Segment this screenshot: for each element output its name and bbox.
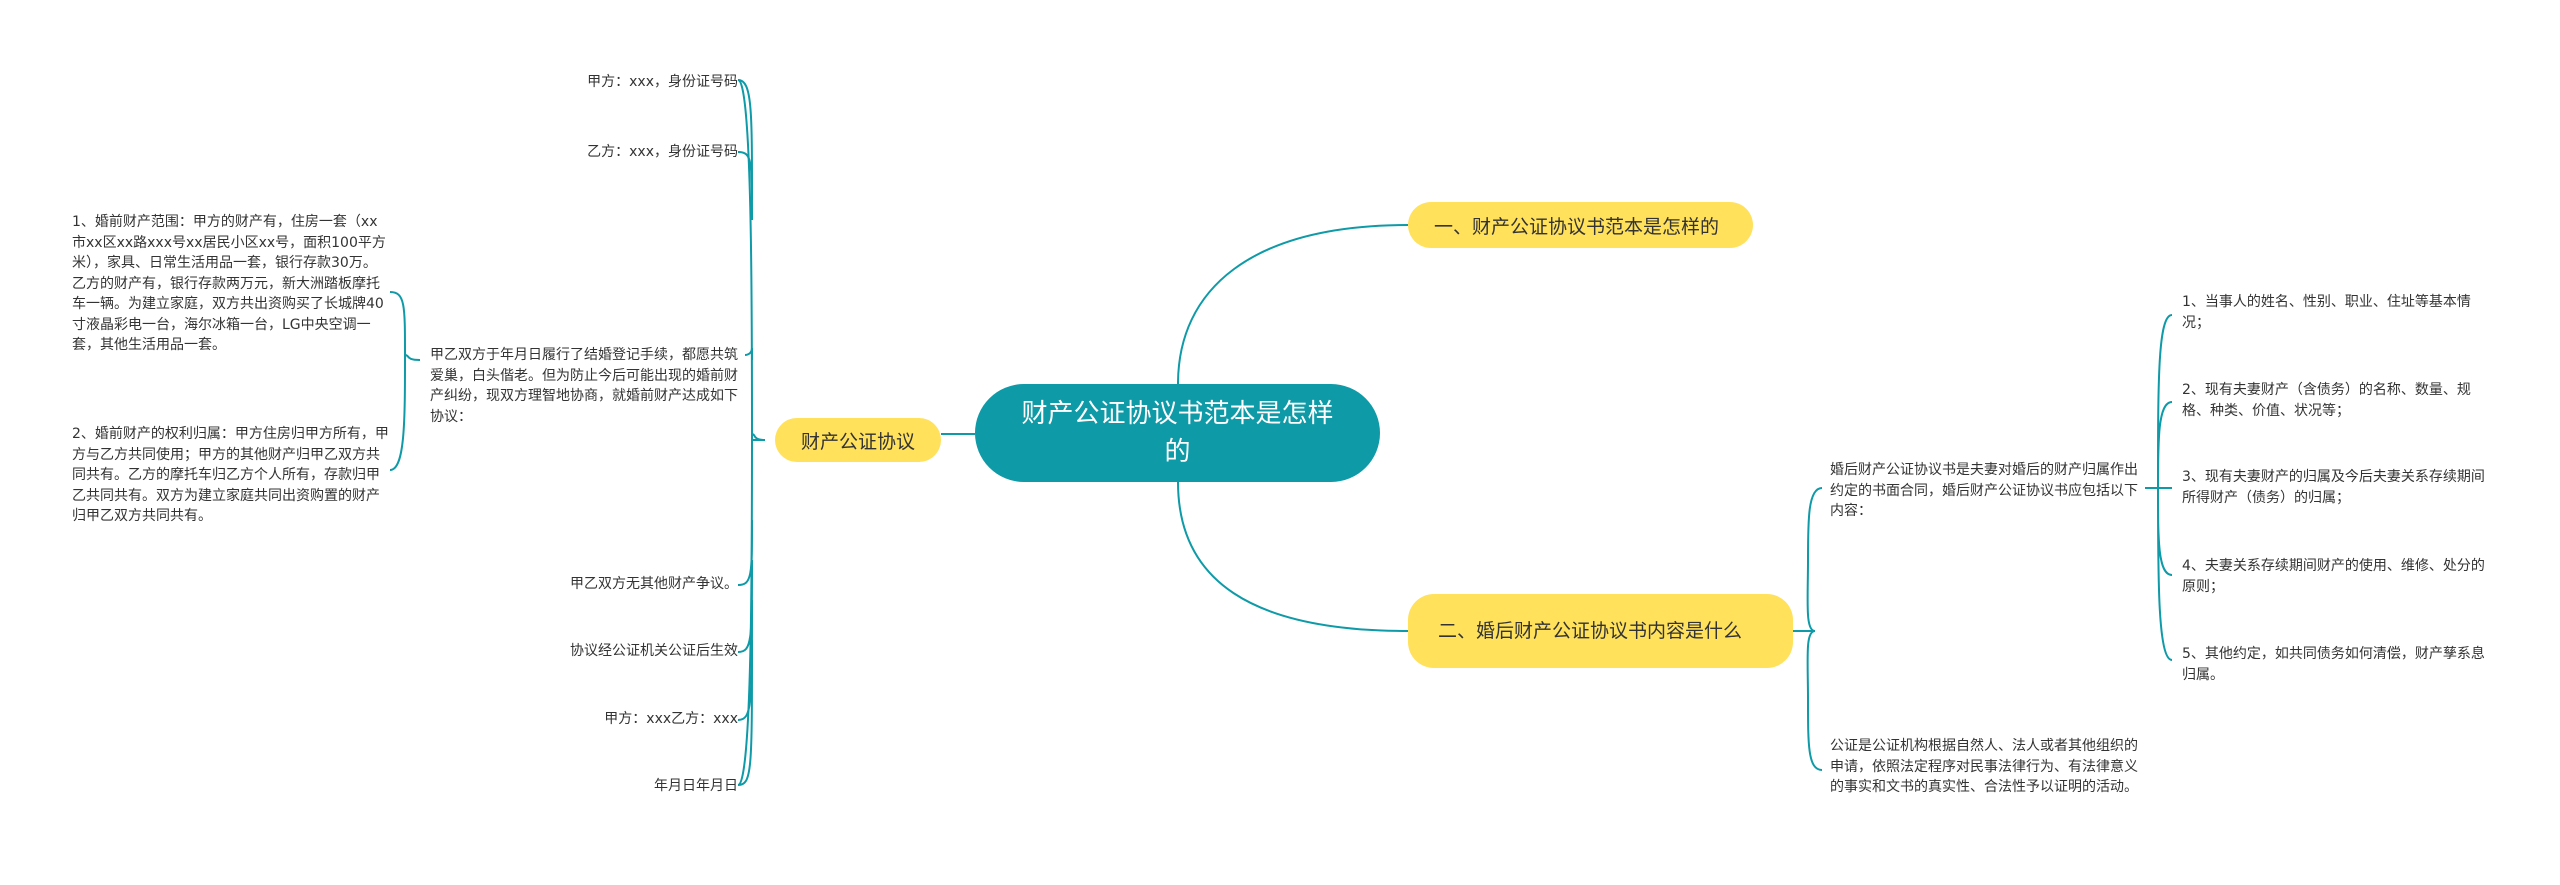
leaf-party-a: 甲方：xxx，身份证号码 xyxy=(587,74,738,90)
bracket-b2 xyxy=(1806,487,1823,771)
link-b3-l6 xyxy=(737,599,753,721)
leaf-notarization-definition: 公证是公证机构根据自然人、法人或者其他组织的申请，依照法定程序对民事法律行为、有… xyxy=(1830,738,2138,795)
link-b3-l7 xyxy=(737,639,753,786)
leaf-content-4: 4、夫妻关系存续期间财产的使用、维修、处分的原则； xyxy=(2182,558,2485,595)
leaf-property-ownership: 2、婚前财产的权利归属：甲方住房归甲方所有，甲方与乙方共同使用；甲方的其他财产归… xyxy=(72,426,389,524)
leaf-content-2: 2、现有夫妻财产（含债务）的名称、数量、规格、种类、价值、状况等； xyxy=(2182,382,2471,419)
leaf-dates: 年月日年月日 xyxy=(654,778,738,794)
link-b3-l2 xyxy=(737,151,753,221)
leaf-party-b: 乙方：xxx，身份证号码 xyxy=(587,144,738,160)
root-title: 财产公证协议书范本是怎样的 xyxy=(1021,399,1334,467)
branch-2-label: 二、婚后财产公证协议书内容是什么 xyxy=(1438,620,1743,642)
branch-1-label: 一、财产公证协议书范本是怎样的 xyxy=(1434,215,1720,238)
root-node[interactable]: 财产公证协议书范本是怎样的 xyxy=(975,384,1380,482)
leaf-agreement-intro: 甲乙双方于年月日履行了结婚登记手续，都愿共筑爱巢，白头偕老。但为防止今后可能出现… xyxy=(430,347,738,425)
leaf-effective: 协议经公证机关公证后生效 xyxy=(570,643,738,659)
branch-node-2[interactable]: 二、婚后财产公证协议书内容是什么 xyxy=(1408,594,1793,668)
bracket-l3 xyxy=(389,291,421,471)
link-root-b2 xyxy=(1177,481,1409,632)
branch-node-1[interactable]: 一、财产公证协议书范本是怎样的 xyxy=(1408,202,1753,248)
link-b3-l3 xyxy=(744,347,753,360)
leaf-content-5: 5、其他约定，如共同债务如何清偿，财产孳系息归属。 xyxy=(2182,646,2485,683)
branch-3-label: 财产公证协议 xyxy=(800,430,915,453)
leaf-signatures: 甲方：xxx乙方：xxx xyxy=(604,711,738,727)
link-b3-l4 xyxy=(737,519,753,586)
leaf-no-dispute: 甲乙双方无其他财产争议。 xyxy=(570,576,738,592)
leaf-postnuptial-definition: 婚后财产公证协议书是夫妻对婚后的财产归属作出约定的书面合同，婚后财产公证协议书应… xyxy=(1830,462,2138,519)
link-root-b1 xyxy=(1177,224,1409,385)
leaf-content-1: 1、当事人的姓名、性别、职业、住址等基本情况； xyxy=(2182,294,2471,331)
leaf-property-scope: 1、婚前财产范围：甲方的财产有，住房一套（xx市xx区xx路xxx号xx居民小区… xyxy=(72,214,386,353)
branch-node-3[interactable]: 财产公证协议 xyxy=(775,418,941,462)
link-b3-l5 xyxy=(737,559,753,653)
leaf-content-3: 3、现有夫妻财产的归属及今后夫妻关系存续期间所得财产（债务）的归属； xyxy=(2182,469,2485,506)
bracket-r1 xyxy=(2145,314,2173,661)
